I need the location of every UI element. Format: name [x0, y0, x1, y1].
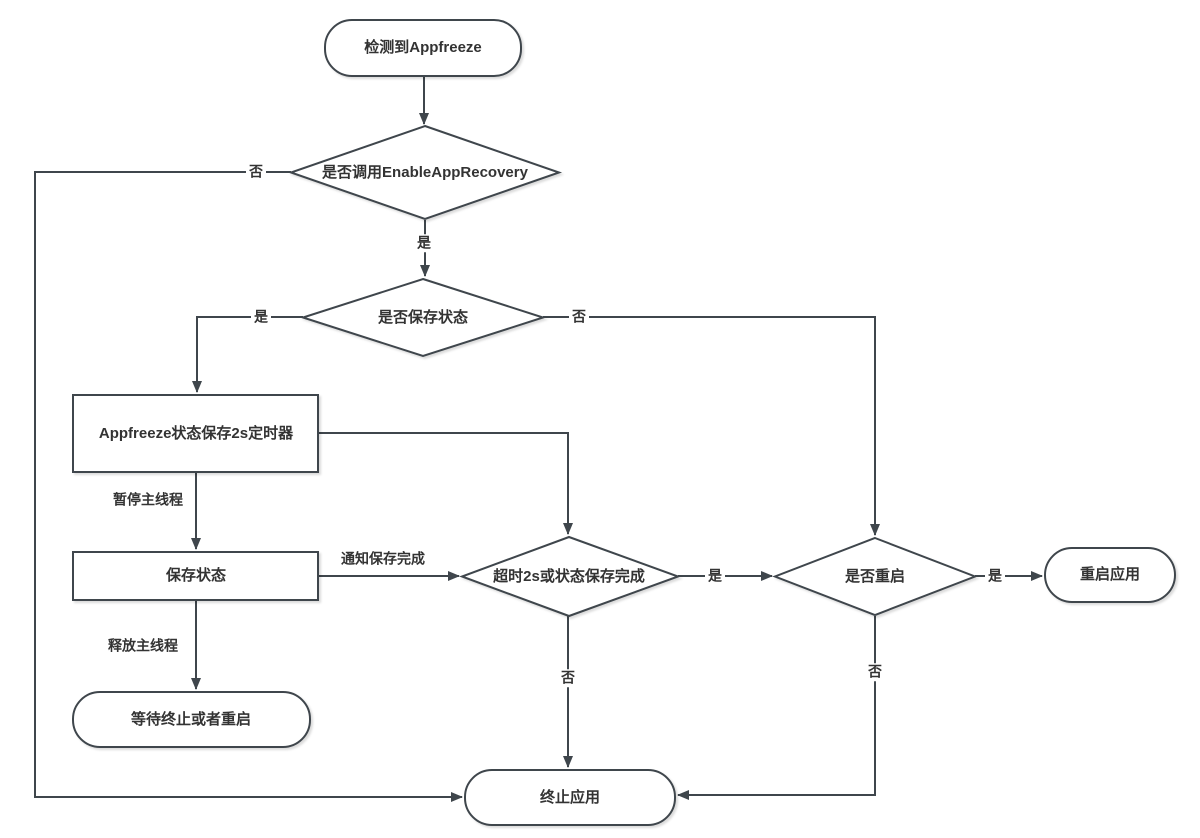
edge-check-recovery-no-to-terminate: [34, 171, 463, 802]
edge-label-done-yes: 是: [705, 567, 725, 585]
check-done-label: 超时2s或状态保存完成: [493, 568, 645, 585]
check-save-label: 是否保存状态: [377, 309, 469, 326]
check-save-decision-shape: [299, 277, 547, 358]
edge-label-restart-yes: 是: [985, 567, 1005, 585]
restart-node-shape: [1044, 547, 1176, 603]
check-done-decision-shape: [459, 535, 681, 618]
edge-label-restart-no: 否: [865, 663, 885, 681]
timer-process-shape: [72, 394, 319, 473]
start-node-shape: [324, 19, 522, 77]
save-state-label: 保存状态: [165, 567, 227, 584]
node-shapes: [72, 19, 1176, 826]
edge-check-restart-no-to-terminate: [677, 616, 876, 800]
restart-node-label: 重启应用: [1079, 566, 1141, 583]
edge-label-save-yes: 是: [251, 308, 271, 326]
start-node-label: 检测到Appfreeze: [364, 39, 482, 56]
wait-node-shape: [72, 691, 311, 748]
edge-check-save-no-to-check-restart: [543, 316, 880, 536]
edge-label-recovery-yes: 是: [414, 234, 434, 252]
save-state-process-shape: [72, 551, 319, 601]
wait-node-label: 等待终止或者重启: [130, 711, 252, 728]
edge-label-notify-save-done: 通知保存完成: [338, 550, 428, 568]
check-recovery-decision-shape: [287, 124, 563, 221]
edge-label-recovery-no: 否: [246, 163, 266, 181]
timer-label: Appfreeze状态保存2s定时器: [98, 425, 294, 442]
check-recovery-label: 是否调用EnableAppRecovery: [322, 164, 528, 181]
edge-label-pause-main-thread: 暂停主线程: [110, 491, 186, 509]
edge-label-release-main-thread: 释放主线程: [105, 637, 181, 655]
terminate-node-shape: [464, 769, 676, 826]
terminate-node-label: 终止应用: [539, 789, 601, 806]
edge-label-save-no: 否: [569, 308, 589, 326]
check-restart-decision-shape: [772, 536, 978, 617]
edge-timer-to-check-done: [318, 432, 573, 535]
check-restart-label: 是否重启: [844, 568, 906, 585]
edge-check-save-yes-to-timer: [192, 316, 303, 393]
edge-label-done-no: 否: [558, 669, 578, 687]
